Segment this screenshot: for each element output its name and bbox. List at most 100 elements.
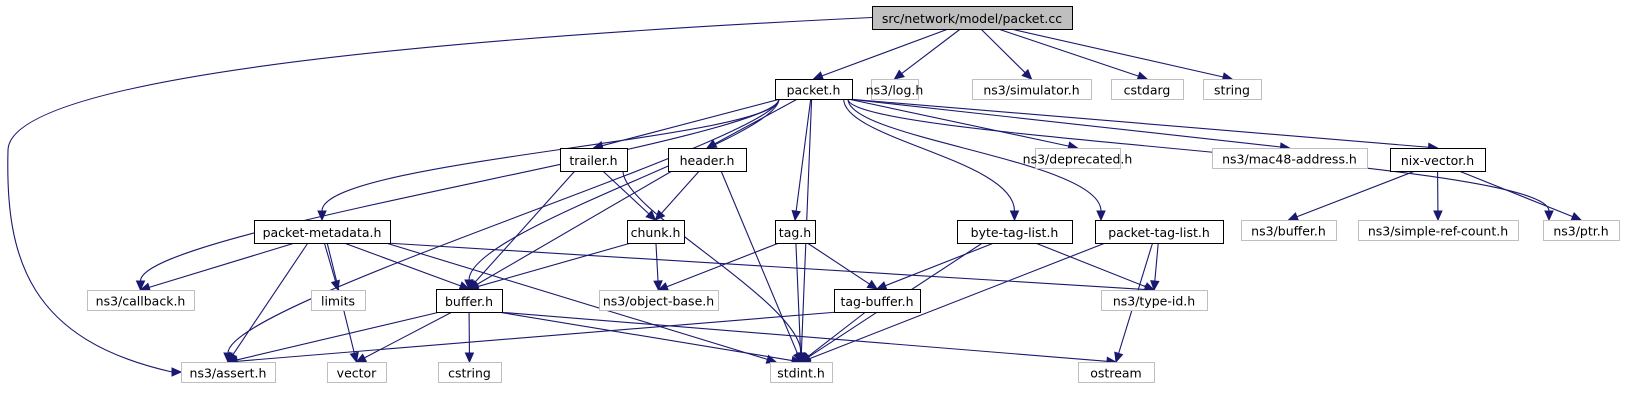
edge-line bbox=[227, 98, 780, 354]
edge-packet-h-to-byte-tag-list bbox=[843, 98, 1020, 222]
arrowhead-icon bbox=[1136, 71, 1149, 81]
edge-buffer-h-to-cstring bbox=[464, 311, 475, 364]
node-packet-cc[interactable]: src/network/model/packet.cc bbox=[872, 6, 1073, 30]
edge-line bbox=[847, 98, 1281, 148]
edge-packet-h-to-header-h bbox=[705, 98, 798, 149]
node-packet-h[interactable]: packet.h bbox=[775, 79, 853, 100]
node-box bbox=[560, 148, 628, 172]
node-string: string bbox=[1203, 79, 1262, 100]
node-label: ns3/simple-ref-count.h bbox=[1368, 224, 1508, 239]
edge-line bbox=[795, 242, 802, 354]
node-tag-buffer[interactable]: tag-buffer.h bbox=[834, 289, 921, 313]
node-box bbox=[627, 220, 685, 244]
edge-buffer-h-to-ns3-assert bbox=[226, 311, 441, 365]
node-label: ns3/callback.h bbox=[96, 294, 186, 309]
edge-tag-h-to-tag-buffer bbox=[806, 242, 879, 290]
edge-line bbox=[497, 311, 793, 362]
edge-line bbox=[1154, 242, 1159, 282]
arrowhead-icon bbox=[800, 352, 812, 363]
node-nix-vector[interactable]: nix-vector.h bbox=[1390, 148, 1486, 172]
edge-trailer-h-to-buffer-h bbox=[468, 170, 576, 290]
edge-line bbox=[1035, 242, 1146, 288]
node-ns3-log: ns3/log.h bbox=[866, 79, 924, 100]
node-tag-h[interactable]: tag.h bbox=[775, 220, 816, 244]
node-byte-tag-list[interactable]: byte-tag-list.h bbox=[957, 220, 1073, 244]
edge-line bbox=[843, 98, 1016, 212]
node-packet-tag-list[interactable]: packet-tag-list.h bbox=[1095, 220, 1224, 244]
edge-buffer-h-to-vector bbox=[355, 311, 453, 363]
nodes-layer: src/network/model/packet.cc packet.h ns3/l… bbox=[87, 6, 1620, 383]
node-label: tag-buffer.h bbox=[840, 294, 913, 309]
node-label: ns3/type-id.h bbox=[1113, 294, 1195, 309]
node-label: cstring bbox=[448, 366, 491, 381]
node-box bbox=[1543, 220, 1620, 241]
node-limits: limits bbox=[311, 290, 366, 311]
arrowhead-icon bbox=[645, 210, 657, 221]
edge-line bbox=[602, 98, 781, 147]
node-box bbox=[871, 79, 919, 100]
node-box bbox=[834, 289, 921, 313]
arrowhead-icon bbox=[349, 351, 359, 364]
arrowhead-icon bbox=[705, 139, 718, 149]
edge-line bbox=[602, 170, 650, 215]
node-label: packet.h bbox=[787, 83, 841, 98]
edge-packet-metadata-to-ns3-type-id bbox=[385, 242, 1156, 295]
node-label: header.h bbox=[680, 153, 735, 168]
edge-packet-cc-to-string bbox=[1010, 28, 1234, 82]
node-buffer-h[interactable]: buffer.h bbox=[436, 289, 503, 313]
edge-line bbox=[1458, 170, 1573, 218]
arrowhead-icon bbox=[795, 352, 806, 364]
arrowhead-icon bbox=[893, 69, 905, 80]
arrowhead-icon bbox=[355, 353, 368, 363]
arrowhead-icon bbox=[1021, 68, 1033, 80]
node-box bbox=[1203, 79, 1262, 100]
arrowhead-icon bbox=[135, 280, 146, 292]
node-label: stdint.h bbox=[777, 366, 825, 381]
edge-line bbox=[998, 28, 1139, 77]
node-ns3-mac48: ns3/mac48-address.h bbox=[1212, 148, 1368, 169]
edge-packet-h-to-ns3-callback bbox=[135, 98, 780, 292]
node-ns3-assert: ns3/assert.h bbox=[181, 362, 276, 383]
edge-byte-tag-list-to-tag-buffer bbox=[875, 242, 995, 290]
node-ns3-type-id: ns3/type-id.h bbox=[1101, 290, 1208, 311]
edge-line bbox=[1010, 28, 1224, 78]
node-box bbox=[1035, 148, 1121, 169]
edge-line bbox=[236, 311, 839, 362]
node-header-h[interactable]: header.h bbox=[668, 148, 747, 172]
edge-line bbox=[806, 242, 870, 285]
node-label: ns3/buffer.h bbox=[1251, 224, 1326, 239]
node-box bbox=[1241, 220, 1337, 241]
arrowhead-icon bbox=[812, 71, 825, 81]
edge-line bbox=[885, 242, 995, 287]
edge-chunk-h-to-ns3-object-base bbox=[653, 242, 663, 292]
node-label: ns3/object-base.h bbox=[603, 294, 714, 309]
edge-line bbox=[655, 242, 659, 282]
node-packet-metadata[interactable]: packet-metadata.h bbox=[254, 220, 391, 244]
edge-packet-h-to-packet-tag-list bbox=[847, 98, 1106, 222]
edge-packet-cc-to-ns3-log bbox=[893, 28, 961, 80]
edge-line bbox=[148, 242, 295, 288]
edges-layer bbox=[7, 16, 1583, 377]
node-box bbox=[957, 220, 1073, 244]
arrowhead-icon bbox=[653, 280, 663, 292]
edge-line bbox=[720, 170, 799, 354]
edge-packet-cc-to-ns3-assert bbox=[7, 16, 873, 377]
node-box bbox=[872, 6, 1073, 30]
node-vector: vector bbox=[327, 362, 387, 383]
arrowhead-icon bbox=[1009, 210, 1020, 222]
edge-line bbox=[477, 242, 632, 288]
arrowhead-icon bbox=[875, 281, 888, 290]
node-trailer-h[interactable]: trailer.h bbox=[560, 148, 628, 172]
node-box bbox=[438, 362, 502, 383]
arrowhead-icon bbox=[1433, 210, 1443, 222]
node-label: string bbox=[1214, 83, 1250, 98]
edge-line bbox=[980, 28, 1026, 74]
edge-packet-h-to-tag-h bbox=[791, 98, 812, 222]
node-chunk-h[interactable]: chunk.h bbox=[627, 220, 685, 244]
node-box bbox=[311, 290, 366, 311]
node-label: cstdarg bbox=[1124, 83, 1171, 98]
arrowhead-icon bbox=[1287, 212, 1300, 222]
edge-nix-vector-to-ns3-simple-ref bbox=[1433, 170, 1443, 222]
node-label: ns3/log.h bbox=[866, 83, 924, 98]
